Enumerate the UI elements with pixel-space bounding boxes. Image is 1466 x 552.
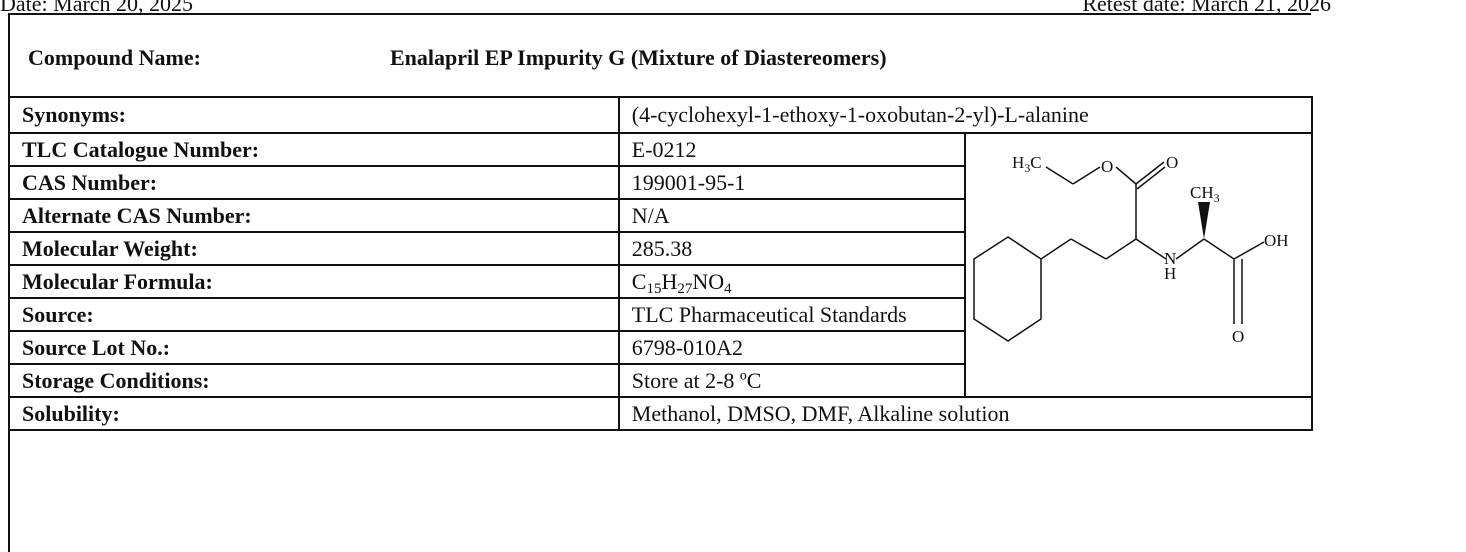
cas-number-value: 199001-95-1 <box>618 166 967 200</box>
chemical-structure-cell: H3C O O CH3 OH N H O <box>965 133 1313 398</box>
h3c-label: H3C <box>1012 153 1042 175</box>
table-row: Storage Conditions: Store at 2-8 ºC <box>10 364 1312 398</box>
catalogue-number-label: TLC Catalogue Number: <box>10 133 620 167</box>
table-row: Source: TLC Pharmaceutical Standards <box>10 298 1312 332</box>
document-date: Date: March 20, 2025 <box>0 0 194 16</box>
properties-table: Synonyms: (4-cyclohexyl-1-ethoxy-1-oxobu… <box>10 98 1314 431</box>
retest-date: Retest date: March 21, 2026 <box>1082 0 1331 16</box>
carbonyl-oxygen-label: O <box>1166 153 1178 172</box>
molecular-formula-label: Molecular Formula: <box>10 265 620 299</box>
table-row: Alternate CAS Number: N/A <box>10 199 1312 233</box>
nitrogen-label: N <box>1164 249 1176 268</box>
table-row: TLC Catalogue Number: E-0212 <box>10 133 1313 398</box>
hydroxyl-label: OH <box>1264 231 1289 250</box>
ester-oxygen-label: O <box>1101 157 1113 176</box>
solubility-label: Solubility: <box>10 397 620 431</box>
compound-name-value: Enalapril EP Impurity G (Mixture of Dias… <box>390 45 887 70</box>
table-row: Solubility: Methanol, DMSO, DMF, Alkalin… <box>10 397 1314 431</box>
page-header: Date: March 20, 2025 Retest date: March … <box>0 0 1331 17</box>
compound-name-label: Compound Name: <box>28 45 201 70</box>
molecular-weight-label: Molecular Weight: <box>10 232 620 266</box>
compound-name-row: Compound Name: Enalapril EP Impurity G (… <box>10 15 1313 98</box>
alternate-cas-value: N/A <box>618 199 967 233</box>
molecular-weight-value: 285.38 <box>618 232 967 266</box>
molecular-formula-value: C15H27NO4 <box>618 265 967 299</box>
cas-number-label: CAS Number: <box>10 166 620 200</box>
acid-oxygen-label: O <box>1232 327 1244 346</box>
alternate-cas-label: Alternate CAS Number: <box>10 199 620 233</box>
source-lot-value: 6798-010A2 <box>618 331 967 365</box>
table-row: Molecular Weight: 285.38 <box>10 232 1312 266</box>
storage-conditions-label: Storage Conditions: <box>10 364 620 398</box>
storage-conditions-value: Store at 2-8 ºC <box>618 364 967 398</box>
synonyms-value: (4-cyclohexyl-1-ethoxy-1-oxobutan-2-yl)-… <box>618 98 1314 134</box>
table-row: Molecular Formula: C15H27NO4 <box>10 265 1312 299</box>
solubility-value: Methanol, DMSO, DMF, Alkaline solution <box>618 397 1314 431</box>
table-row: Source Lot No.: 6798-010A2 <box>10 331 1312 365</box>
table-row: Synonyms: (4-cyclohexyl-1-ethoxy-1-oxobu… <box>10 98 1314 134</box>
synonyms-label: Synonyms: <box>10 98 620 134</box>
source-label: Source: <box>10 298 620 332</box>
source-value: TLC Pharmaceutical Standards <box>618 298 967 332</box>
table-row: CAS Number: 199001-95-1 <box>10 166 1312 200</box>
amine-hydrogen-label: H <box>1164 264 1176 283</box>
source-lot-label: Source Lot No.: <box>10 331 620 365</box>
specification-sheet: Compound Name: Enalapril EP Impurity G (… <box>8 13 1314 552</box>
chemical-structure-image: H3C O O CH3 OH N H O <box>973 153 1289 346</box>
catalogue-number-value: E-0212 <box>618 133 967 167</box>
methyl-label: CH3 <box>1190 183 1220 205</box>
